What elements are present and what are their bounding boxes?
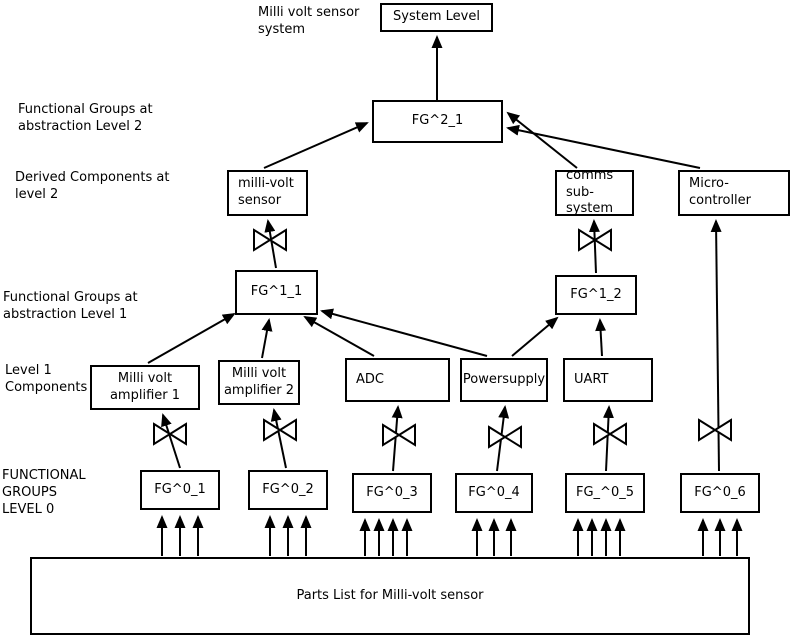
node-label: FG^1_1 [250, 284, 303, 300]
node-milli-volt-sensor: milli-volt sensor [227, 170, 308, 216]
node-fg1-2: FG^1_2 [555, 275, 637, 315]
node-fg0-5: FG_^0_5 [565, 473, 645, 513]
node-label: FG^2_1 [411, 113, 464, 129]
arrow-powersupply-to-fg1_1 [320, 308, 488, 357]
arrow-adc-to-fg1_1 [303, 316, 375, 357]
node-fg0-4: FG^0_4 [455, 473, 533, 513]
node-uart: UART [563, 358, 653, 402]
arrow-powersupply-to-fg1_2 [511, 316, 559, 357]
arrow-fg1_1-to-milli-volt-sensor [264, 219, 277, 269]
node-label: comms sub-system [566, 167, 614, 217]
label-functional-groups-level0: FUNCTIONAL GROUPS LEVEL 0 [2, 468, 86, 518]
node-label: FG^0_4 [468, 484, 520, 500]
arrow-fg1_2-to-comms-sub-system [588, 219, 600, 274]
label-functional-groups-level2: Functional Groups at abstraction Level 2 [18, 102, 153, 135]
label-functional-groups-level1: Functional Groups at abstraction Level 1 [3, 290, 138, 323]
arrow-fg0_6-to-micro-controller [710, 219, 722, 472]
caption-system: Milli volt sensor system [258, 5, 360, 38]
node-fg0-1: FG^0_1 [140, 470, 220, 510]
arrow-amp2-to-fg1_1 [261, 318, 273, 359]
node-label: FG^0_3 [366, 484, 418, 500]
node-label: Milli volt amplifier 1 [109, 370, 181, 403]
arrow-uart-to-fg1_2 [595, 318, 607, 357]
node-label: FG^1_2 [570, 286, 622, 302]
bowtie-icon [263, 418, 297, 442]
node-fg2-1: FG^2_1 [372, 100, 503, 143]
bowtie-icon [578, 228, 612, 252]
node-parts-list: Parts List for Milli-volt sensor [30, 557, 750, 635]
node-label: ADC [356, 371, 384, 387]
node-adc: ADC [345, 358, 450, 402]
arrow-amp1-to-fg1_1 [147, 313, 236, 364]
bowtie-icon [593, 422, 627, 446]
label-level1-components: Level 1 Components [5, 363, 88, 396]
arrow-micro-controller-to-fg2_1 [506, 124, 701, 169]
node-fg1-1: FG^1_1 [235, 270, 318, 315]
arrow-fg0_1-to-amp1 [161, 413, 181, 469]
arrow-milli-volt-sensor-to-fg2_1 [263, 122, 369, 169]
bowtie-icon [698, 418, 732, 442]
arrow-fg0_2-to-amp2 [270, 408, 287, 469]
node-label: FG_^0_5 [576, 484, 634, 500]
node-fg0-6: FG^0_6 [680, 473, 760, 513]
node-label: Powersupply [462, 371, 546, 387]
node-fg0-2: FG^0_2 [248, 470, 328, 510]
node-label: System Level [393, 9, 480, 25]
bowtie-icon [153, 422, 187, 446]
arrow-comms-sub-system-to-fg2_1 [506, 111, 578, 169]
node-fg0-3: FG^0_3 [352, 473, 432, 513]
bowtie-icon [488, 425, 522, 449]
node-system-level: System Level [380, 3, 493, 32]
node-label: FG^0_1 [154, 481, 206, 497]
node-micro-controller: Micro- controller [678, 170, 790, 216]
node-label: FG^0_6 [694, 484, 746, 500]
node-powersupply: Powersupply [460, 358, 548, 402]
arrow-fg0_3-to-adc [391, 405, 403, 472]
node-label: UART [574, 371, 609, 387]
node-label: Milli volt amplifier 2 [223, 365, 295, 398]
arrow-fg0_5-to-uart [602, 405, 614, 472]
node-label: Micro- controller [689, 176, 752, 208]
node-label: milli-volt sensor [238, 176, 294, 208]
bowtie-icon [253, 228, 287, 252]
node-label: FG^0_2 [262, 481, 314, 497]
node-comms-sub-system: comms sub-system [555, 167, 634, 217]
node-milli-volt-amplifier-1: Milli volt amplifier 1 [90, 365, 200, 410]
node-milli-volt-amplifier-2: Milli volt amplifier 2 [218, 360, 300, 405]
bowtie-icon [382, 423, 416, 447]
node-label: Parts List for Milli-volt sensor [296, 587, 484, 603]
label-derived-components-level2: Derived Components at level 2 [15, 170, 170, 203]
